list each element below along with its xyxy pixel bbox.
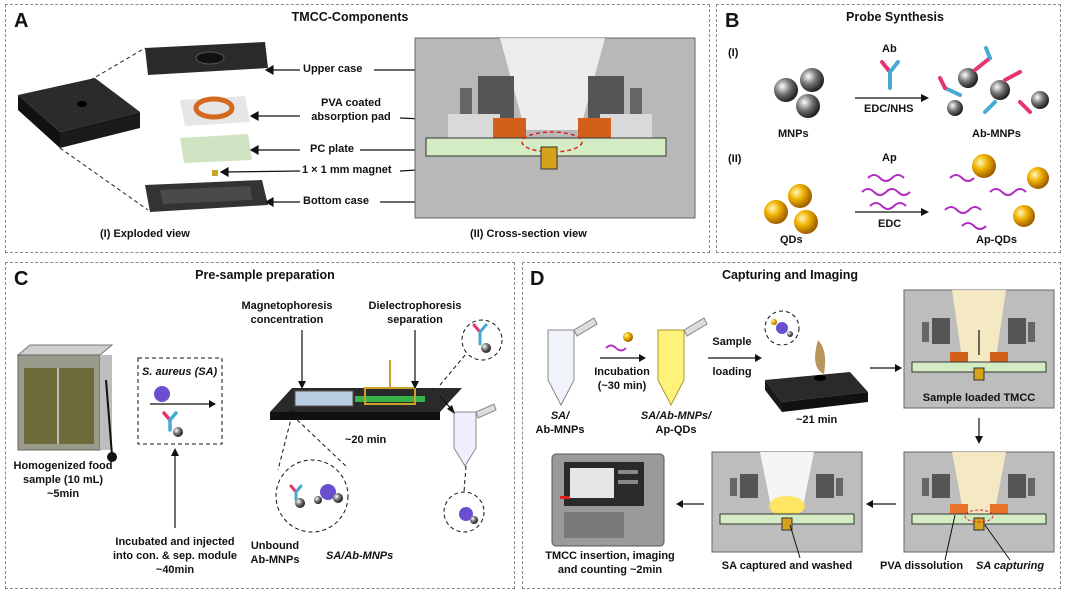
- label-ab: Ab: [882, 43, 897, 55]
- panel-c: [5, 262, 515, 589]
- label-ap: Ap: [882, 152, 897, 164]
- label-loading-1: Sample: [712, 336, 752, 348]
- label-row1-num: (I): [728, 47, 739, 59]
- label-captured: SA captured and washed: [721, 560, 853, 572]
- label-incubated-1: Incubated and injected: [115, 536, 235, 548]
- label-pva-2: absorption pad: [311, 111, 391, 123]
- qd-icon: [623, 332, 633, 342]
- label-unbound-2: Ab-MNPs: [250, 554, 300, 566]
- label-edc: EDC: [878, 218, 902, 230]
- separation-chip: [270, 360, 462, 420]
- qd-particle: [794, 210, 818, 234]
- zoom-circle-top: [461, 319, 503, 361]
- label-pc-plate: PC plate: [310, 143, 355, 155]
- label-ab-mnps: Ab-MNPs: [972, 128, 1021, 140]
- food-container: [16, 344, 117, 462]
- panel-c-letter: C: [14, 268, 29, 290]
- label-pva-1: PVA coated: [321, 97, 381, 109]
- magnet-3d: [212, 170, 218, 176]
- panel-a-letter: A: [14, 10, 29, 32]
- label-sa-capturing: SA capturing: [976, 560, 1045, 572]
- panel-d: [522, 262, 1061, 589]
- sa-bacterium: [154, 386, 170, 402]
- label-unbound-1: Unbound: [250, 540, 300, 552]
- label-upper-case: Upper case: [303, 63, 363, 75]
- panel-b-letter: B: [725, 10, 740, 32]
- label-tube1-2: Ab-MNPs: [535, 424, 585, 436]
- label-qds: QDs: [780, 234, 803, 246]
- label-incubated-2: into con. & sep. module: [112, 550, 238, 562]
- mnp-particle: [796, 94, 820, 118]
- tube-sa-ab-mnps: [547, 317, 598, 407]
- label-c-time: ~20 min: [345, 434, 387, 446]
- label-incubation-2: (~30 min): [597, 380, 647, 392]
- pva-ring: [193, 96, 235, 120]
- label-loading-2: loading: [712, 366, 752, 378]
- label-cross-section-view: (II) Cross-section view: [470, 228, 587, 240]
- label-dielectro-1: Dielectrophoresis: [368, 300, 462, 312]
- tube-sa-ab-mnps-ap-qds: [657, 317, 708, 407]
- label-ap-qds: Ap-QDs: [976, 234, 1017, 246]
- aptamer-icon: [861, 174, 911, 210]
- label-sample-loaded: Sample loaded TMCC: [922, 392, 1036, 404]
- label-food-1: Homogenized food: [13, 460, 113, 472]
- section-box-washed: [711, 451, 863, 559]
- label-exploded-view: (I) Exploded view: [100, 228, 190, 240]
- zoom-circle-chip: [275, 459, 349, 533]
- panel-a: [5, 4, 710, 253]
- label-incubated-3: ~40min: [155, 564, 195, 576]
- label-row2-num: (II): [728, 153, 742, 165]
- label-bottom-case: Bottom case: [303, 195, 370, 207]
- label-tmcc-2: and counting ~2min: [557, 564, 663, 576]
- panel-c-title: Pre-sample preparation: [195, 268, 335, 282]
- label-incubation-1: Incubation: [594, 366, 650, 378]
- panel-a-title: TMCC-Components: [291, 10, 409, 24]
- label-tube2-1: SA/Ab-MNPs/: [640, 410, 712, 422]
- qd-particle: [764, 200, 788, 224]
- qd-particle: [788, 184, 812, 208]
- label-magneto-1: Magnetophoresis: [241, 300, 333, 312]
- reagent-box: [137, 357, 223, 445]
- ab-mnps-cluster: [938, 46, 1049, 116]
- label-magneto-2: concentration: [250, 314, 324, 326]
- pc-plate-3d: [180, 134, 252, 163]
- tmcc-device: [765, 340, 868, 412]
- panel-b-title: Probe Synthesis: [846, 10, 944, 24]
- label-edc-nhs: EDC/NHS: [864, 103, 914, 115]
- label-d-time: ~21 min: [796, 414, 838, 426]
- label-food-3: ~5min: [46, 488, 80, 500]
- label-tmcc-1: TMCC insertion, imaging: [545, 550, 675, 562]
- label-tube1-1: SA/: [550, 410, 570, 422]
- label-tube2-2: Ap-QDs: [655, 424, 697, 436]
- label-mnps: MNPs: [778, 128, 809, 140]
- panel-d-letter: D: [530, 268, 545, 290]
- label-sa: S. aureus (SA): [142, 366, 218, 378]
- mnp-particle: [774, 78, 798, 102]
- label-dielectro-2: separation: [387, 314, 443, 326]
- mnp-particle: [800, 68, 824, 92]
- label-sa-ab-mnps: SA/Ab-MNPs: [326, 550, 394, 562]
- label-pva-dissolution: PVA dissolution: [880, 560, 964, 572]
- cross-section: [414, 37, 696, 219]
- antibody-icon: [880, 60, 900, 90]
- label-magnet: 1 × 1 mm magnet: [302, 164, 392, 176]
- ap-qds-cluster: [944, 154, 1049, 230]
- panel-b: [716, 4, 1061, 253]
- reader-instrument: [551, 453, 665, 547]
- section-box-loaded: [903, 289, 1055, 409]
- label-food-2: sample (10 mL): [22, 474, 104, 486]
- sample-tube: [453, 403, 497, 467]
- section-box-dissolution: [903, 451, 1055, 561]
- panel-d-title: Capturing and Imaging: [721, 268, 859, 282]
